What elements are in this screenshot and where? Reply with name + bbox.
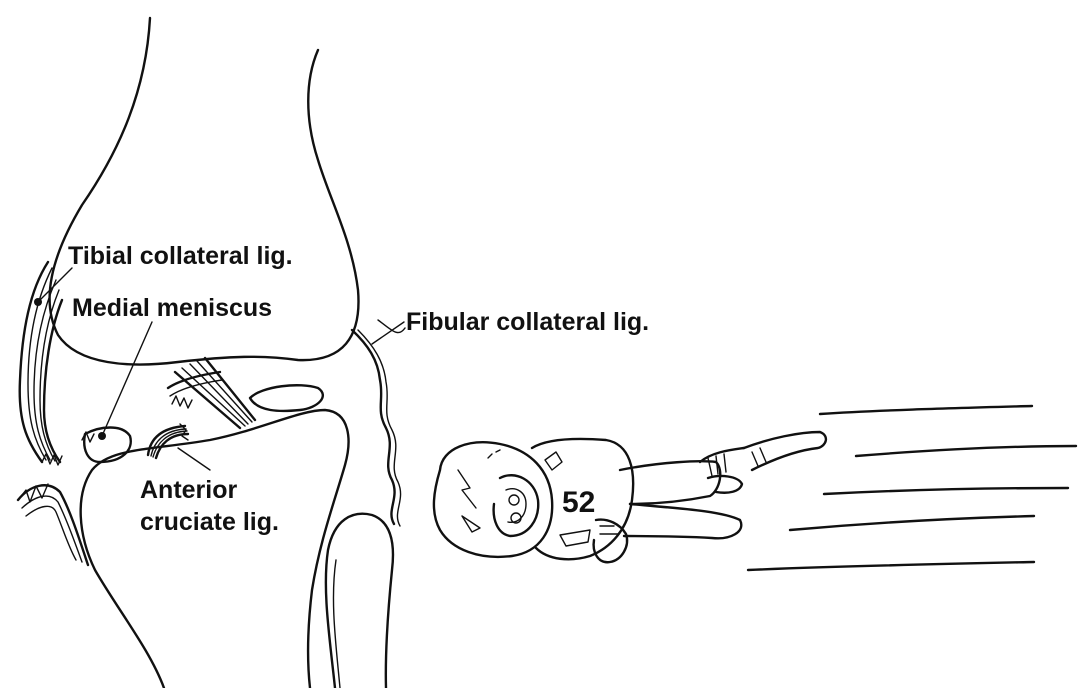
fibular-collateral-ligament	[352, 330, 395, 524]
motion-lines	[748, 406, 1076, 570]
jersey-number: 52	[562, 486, 595, 519]
label-medial-meniscus: Medial meniscus	[72, 294, 272, 322]
tibial-collateral-leader	[38, 268, 72, 302]
label-anterior-cruciate-1: Anterior	[140, 476, 238, 504]
anterior-cruciate-ligament	[148, 424, 188, 458]
label-tibial-collateral: Tibial collateral lig.	[68, 242, 293, 270]
medial-meniscus-dot	[98, 432, 106, 440]
tibial-collateral-dot	[34, 298, 42, 306]
football-player: 52	[434, 432, 826, 562]
medial-meniscus	[84, 428, 131, 463]
medial-meniscus-leader	[102, 322, 152, 436]
anterior-cruciate-leader	[178, 448, 210, 470]
label-fibular-collateral: Fibular collateral lig.	[406, 308, 649, 336]
lateral-meniscus	[250, 385, 323, 411]
posterior-cruciate-bundle	[168, 358, 255, 428]
fibula-bone	[326, 514, 393, 688]
label-anterior-cruciate-2: cruciate lig.	[140, 508, 279, 536]
tibia-bone	[81, 410, 349, 688]
